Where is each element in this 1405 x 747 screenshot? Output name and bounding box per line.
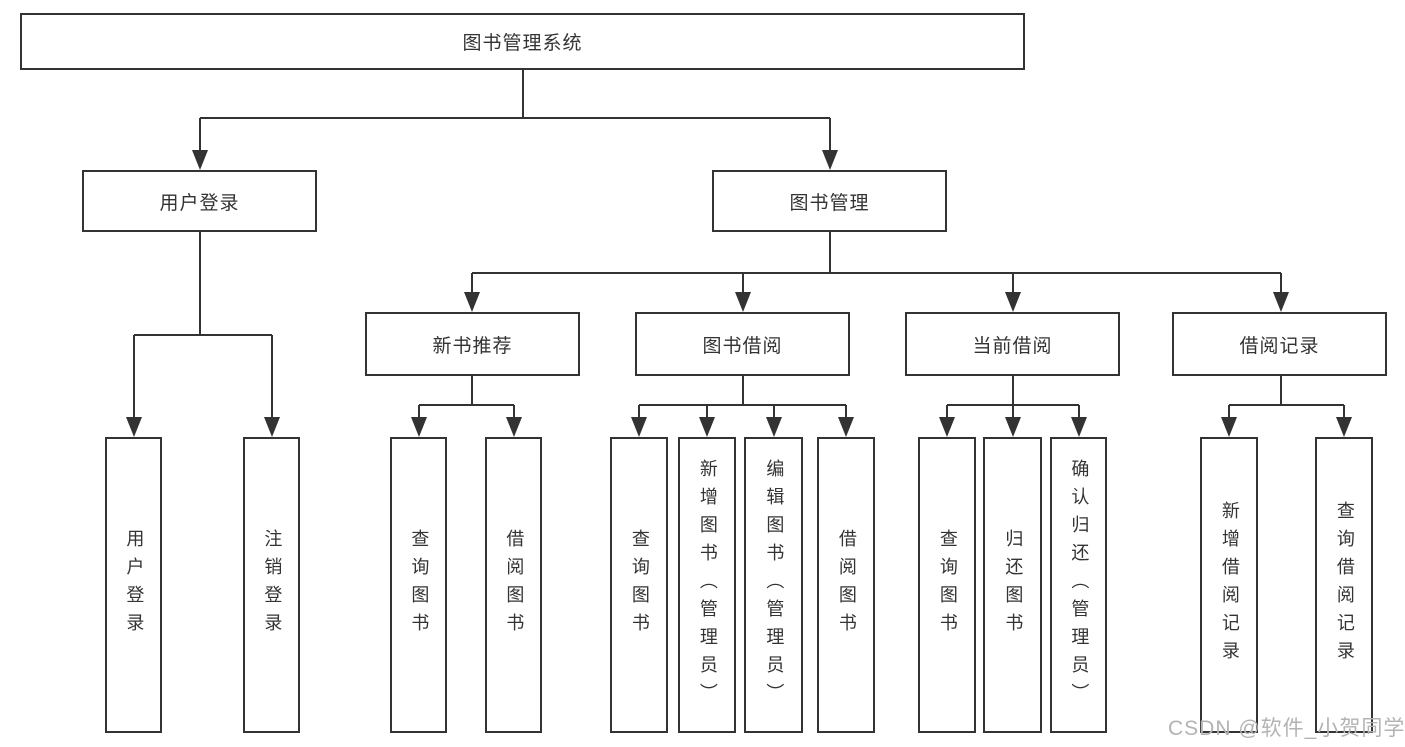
leaf-label: 借阅图书 bbox=[836, 529, 857, 641]
leaf-label: 用户登录 bbox=[124, 529, 145, 641]
leaf-query-books-borrow: 查询图书 bbox=[610, 437, 668, 733]
leaf-confirm-return-admin: 确认归还（管理员） bbox=[1050, 437, 1107, 733]
leaf-label: 编辑图书（管理员） bbox=[764, 459, 785, 711]
arrow-down-icon bbox=[264, 417, 280, 437]
leaf-query-borrow-record: 查询借阅记录 bbox=[1315, 437, 1373, 733]
leaf-user-login: 用户登录 bbox=[105, 437, 162, 733]
csdn-watermark: CSDN @软件_小贺同学 bbox=[1168, 717, 1405, 740]
node-borrow-records: 借阅记录 bbox=[1172, 312, 1387, 376]
leaf-label: 借阅图书 bbox=[504, 529, 525, 641]
node-user-login: 用户登录 bbox=[82, 170, 317, 232]
arrow-down-icon bbox=[506, 417, 522, 437]
arrowheads bbox=[126, 150, 1352, 437]
node-root: 图书管理系统 bbox=[20, 13, 1025, 70]
leaf-logout: 注销登录 bbox=[243, 437, 300, 733]
arrow-down-icon bbox=[464, 292, 480, 312]
leaf-add-book-admin: 新增图书（管理员） bbox=[678, 437, 736, 733]
arrow-down-icon bbox=[1071, 417, 1087, 437]
node-new-book-recommend: 新书推荐 bbox=[365, 312, 580, 376]
leaf-borrow-books-recommend: 借阅图书 bbox=[485, 437, 542, 733]
node-book-borrow: 图书借阅 bbox=[635, 312, 850, 376]
arrow-down-icon bbox=[766, 417, 782, 437]
arrow-down-icon bbox=[699, 417, 715, 437]
arrow-down-icon bbox=[631, 417, 647, 437]
leaf-query-books-recommend: 查询图书 bbox=[390, 437, 447, 733]
arrow-down-icon bbox=[1273, 292, 1289, 312]
leaf-label: 查询图书 bbox=[937, 529, 958, 641]
arrow-down-icon bbox=[126, 417, 142, 437]
leaf-label: 确认归还（管理员） bbox=[1069, 459, 1090, 711]
arrow-down-icon bbox=[1336, 417, 1352, 437]
leaf-add-borrow-record: 新增借阅记录 bbox=[1200, 437, 1258, 733]
leaf-label: 新增借阅记录 bbox=[1219, 501, 1240, 669]
arrow-down-icon bbox=[411, 417, 427, 437]
leaf-query-books-current: 查询图书 bbox=[918, 437, 976, 733]
arrow-down-icon bbox=[735, 292, 751, 312]
leaf-label: 注销登录 bbox=[262, 529, 283, 641]
leaf-return-book: 归还图书 bbox=[983, 437, 1042, 733]
leaf-label: 查询图书 bbox=[629, 529, 650, 641]
arrow-down-icon bbox=[1005, 292, 1021, 312]
arrow-down-icon bbox=[1005, 417, 1021, 437]
leaf-label: 归还图书 bbox=[1003, 529, 1024, 641]
leaf-label: 查询图书 bbox=[409, 529, 430, 641]
leaf-label: 查询借阅记录 bbox=[1334, 501, 1355, 669]
connector-path bbox=[133, 70, 1345, 419]
arrow-down-icon bbox=[192, 150, 208, 170]
node-current-borrow: 当前借阅 bbox=[905, 312, 1120, 376]
arrow-down-icon bbox=[939, 417, 955, 437]
leaf-borrow-books: 借阅图书 bbox=[817, 437, 875, 733]
leaf-edit-book-admin: 编辑图书（管理员） bbox=[744, 437, 803, 733]
arrow-down-icon bbox=[1221, 417, 1237, 437]
leaf-label: 新增图书（管理员） bbox=[697, 459, 718, 711]
arrow-down-icon bbox=[822, 150, 838, 170]
arrow-down-icon bbox=[838, 417, 854, 437]
node-book-management: 图书管理 bbox=[712, 170, 947, 232]
